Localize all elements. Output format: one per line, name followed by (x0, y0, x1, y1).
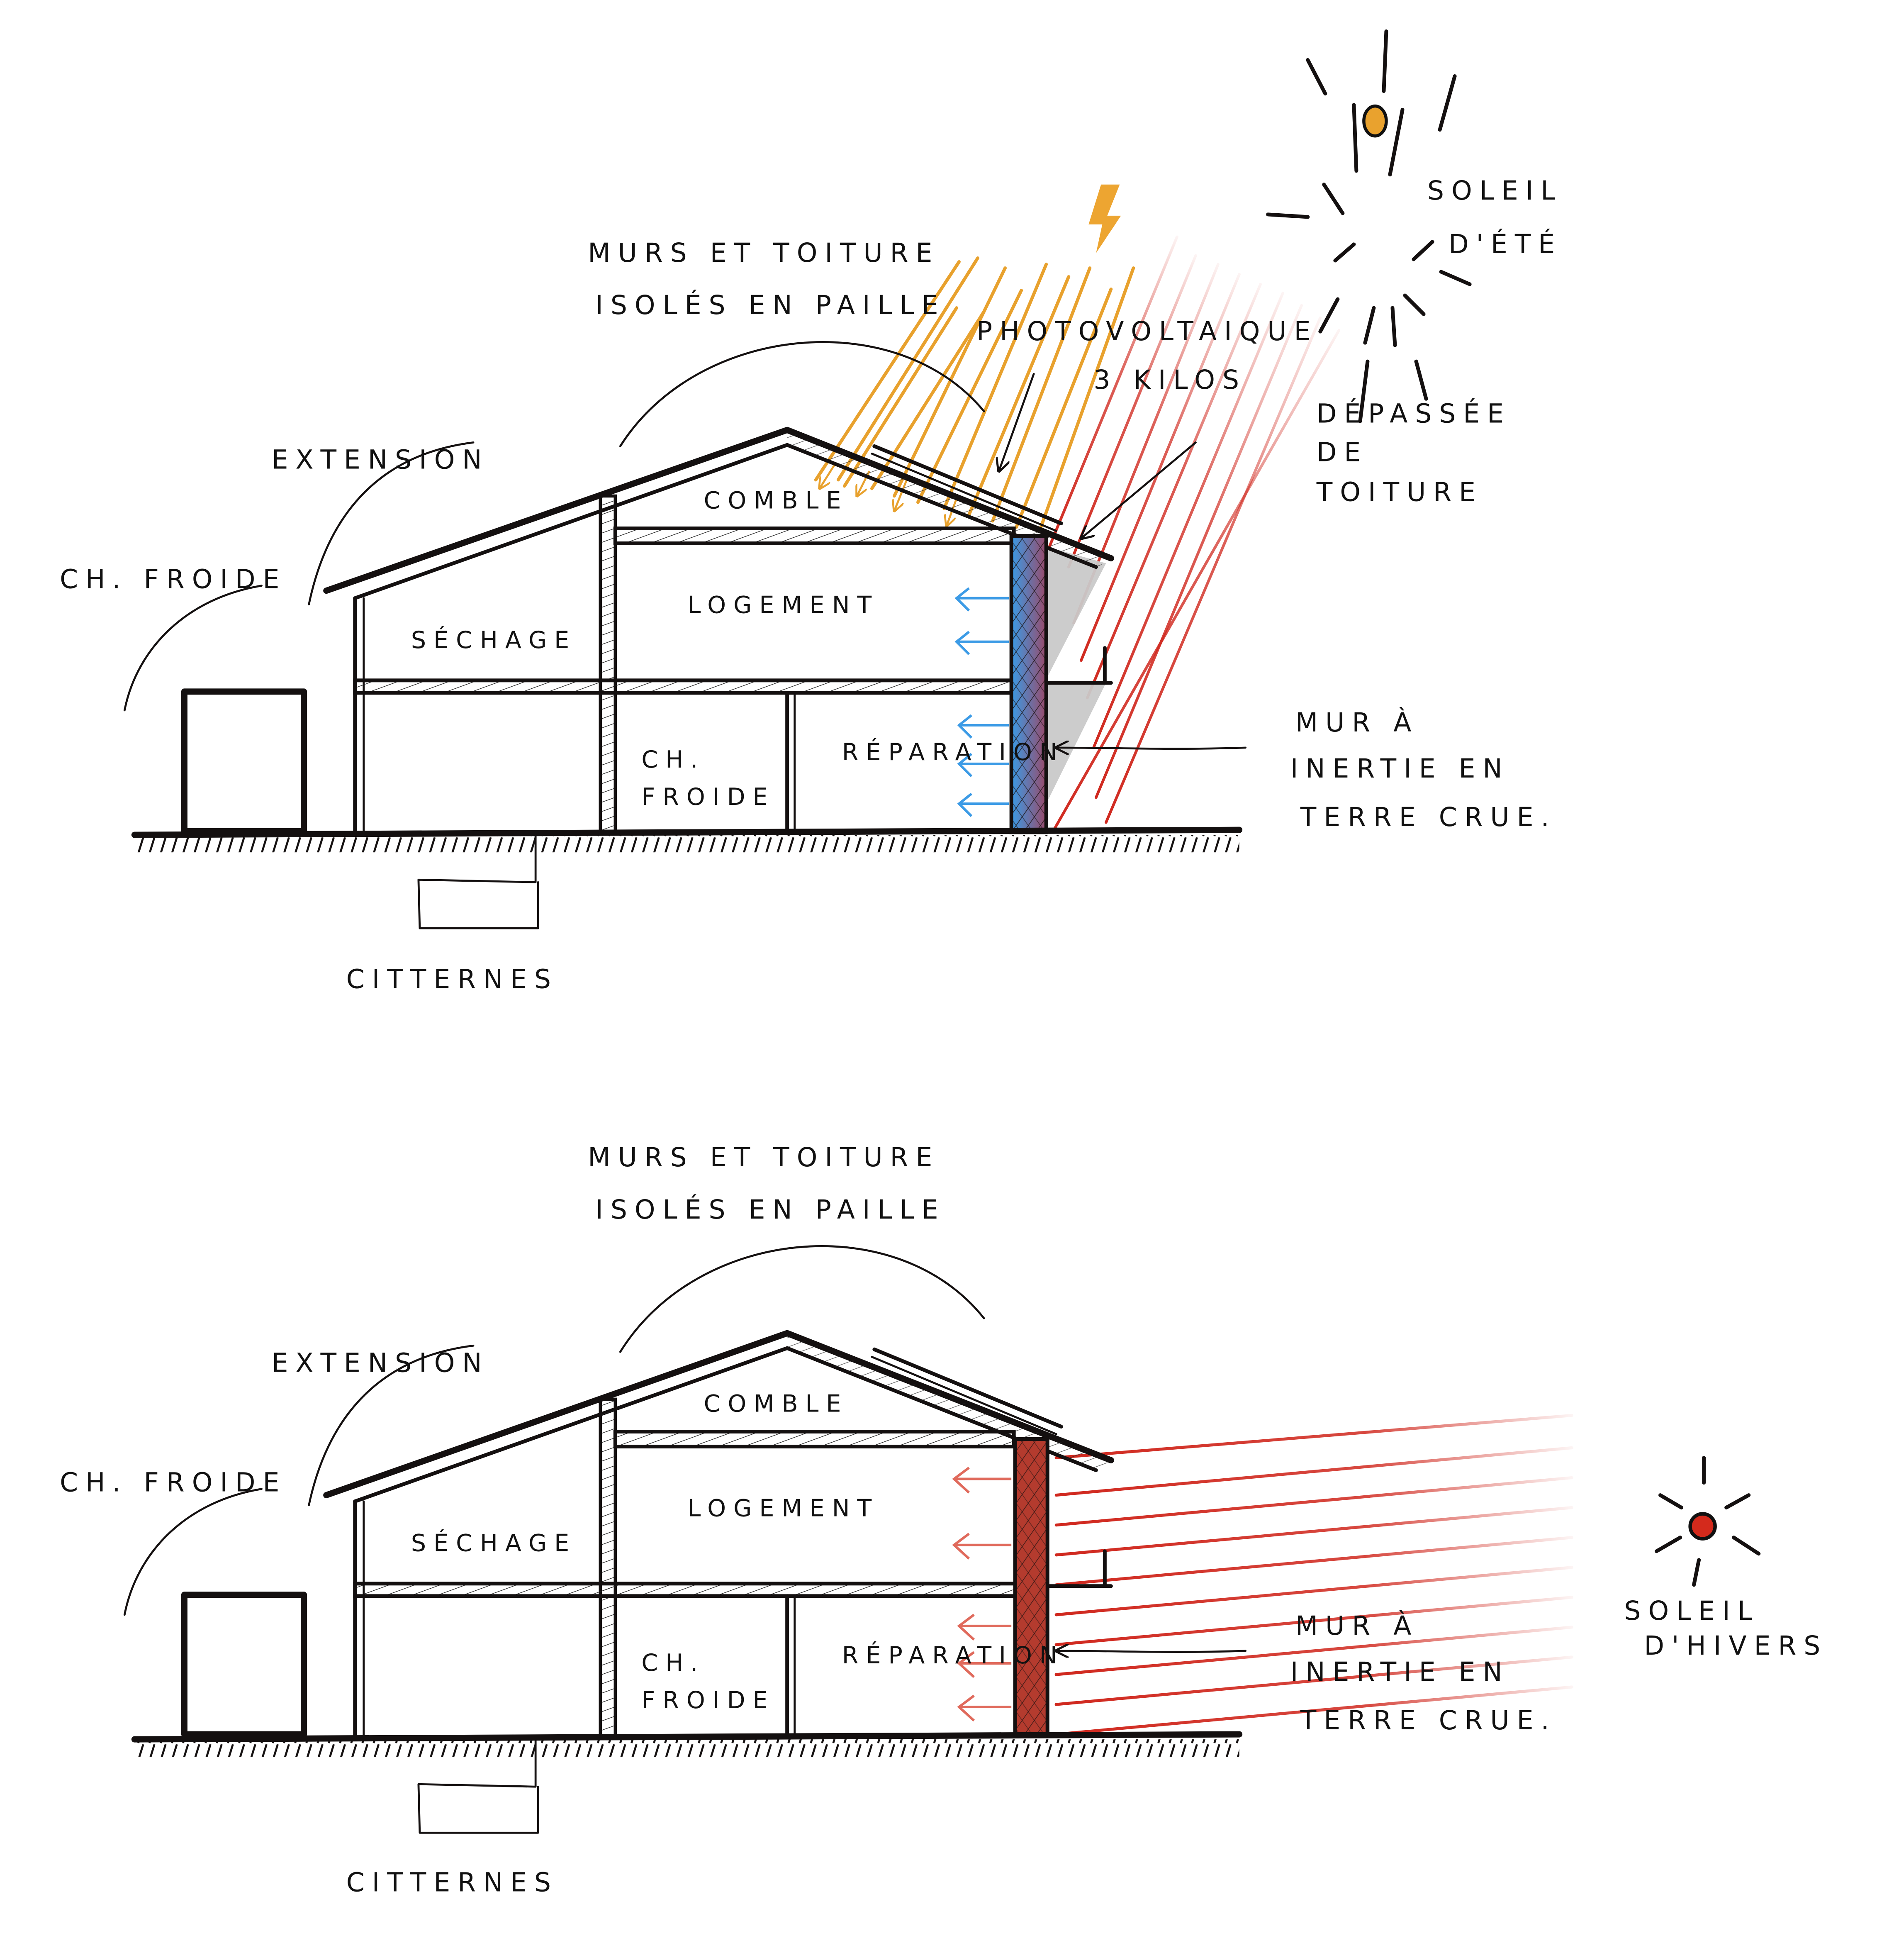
arrow-left-icon (957, 1694, 1012, 1722)
winter-rays (1054, 1414, 1573, 1736)
room-cold-line2: FROIDE (641, 783, 775, 811)
winter-sun-label-line1: SOLEIL (1624, 1595, 1759, 1626)
photovoltaic-label-line1: PHOTOVOLTAIQUE (976, 316, 1318, 346)
insulation-label-line2: ISOLÉS EN PAILLE (595, 290, 945, 320)
room-drying: SÉCHAGE (411, 626, 577, 654)
arrow-left-icon (957, 714, 1009, 739)
arrow-left-icon (952, 1467, 1012, 1494)
summer-rays-orange (814, 256, 1135, 531)
wall-label-line3: TERRE CRUE. (1300, 1705, 1557, 1736)
arrow-left-icon (957, 1614, 1012, 1641)
extension-label: EXTENSION (272, 444, 489, 475)
room-cold-line1: CH. (641, 1649, 705, 1677)
room-attic: COMBLE (704, 1390, 848, 1417)
room-cold-line2: FROIDE (641, 1687, 775, 1714)
lightning-bolt-icon (1088, 184, 1121, 253)
room-repair: RÉPARATION (842, 738, 1065, 766)
wall-label-line3: TERRE CRUE. (1300, 802, 1557, 832)
overhang-label-line2: DE (1317, 436, 1368, 467)
summer-sun-label-line1: SOLEIL (1427, 175, 1563, 206)
room-housing: LOGEMENT (687, 1495, 879, 1522)
winter-section: SOLEIL D'HIVERS (60, 1142, 1828, 1898)
summer-sun: SOLEIL D'ÉTÉ (1266, 29, 1563, 423)
arrow-left-icon (957, 1651, 1012, 1678)
cisterns-label: CITTERNES (346, 964, 558, 995)
cisterns-label: CITTERNES (346, 1867, 558, 1897)
overhang-label-line3: TOITURE (1316, 476, 1483, 507)
summer-rays-red (1047, 235, 1341, 834)
winter-building (131, 1330, 1243, 1834)
cold-room-label: CH. FROIDE (60, 564, 287, 595)
overhang-label-line1: DÉPASSÉE (1317, 398, 1511, 429)
summer-sun-label-line2: D'ÉTÉ (1449, 229, 1562, 259)
insulation-label-line2: ISOLÉS EN PAILLE (595, 1194, 945, 1225)
wall-label-line1: MUR À (1295, 707, 1419, 738)
photovoltaic-label-line2: 3 KILOS (1093, 364, 1246, 395)
wall-label-line2: INERTIE EN (1290, 1656, 1510, 1687)
room-repair: RÉPARATION (842, 1641, 1065, 1669)
insulation-label-line1: MURS ET TOITURE (588, 237, 940, 268)
arrow-left-icon (952, 1533, 1012, 1560)
winter-sun: SOLEIL D'HIVERS (1624, 1456, 1828, 1661)
room-cold-line1: CH. (641, 746, 705, 773)
warm-air-arrows (952, 1467, 1012, 1722)
overhang-shadow (1044, 546, 1106, 804)
cool-air-arrows (954, 587, 1009, 817)
summer-section: SOLEIL D'ÉTÉ (60, 29, 1563, 995)
wall-label-line1: MUR À (1295, 1610, 1419, 1641)
sun-icon (1266, 29, 1472, 423)
winter-sun-label-line2: D'HIVERS (1644, 1630, 1828, 1661)
arrow-left-icon (954, 631, 1009, 655)
arrow-left-icon (954, 587, 1009, 612)
arrow-left-icon (957, 792, 1009, 817)
room-attic: COMBLE (704, 487, 848, 514)
extension-label: EXTENSION (272, 1347, 489, 1378)
arrow-left-icon (957, 753, 1009, 778)
wall-label-line2: INERTIE EN (1290, 753, 1510, 784)
sun-icon (1655, 1456, 1761, 1587)
room-drying: SÉCHAGE (411, 1529, 577, 1557)
room-housing: LOGEMENT (687, 592, 879, 619)
summer-leader-lines (123, 341, 1247, 748)
cold-room-label: CH. FROIDE (60, 1467, 287, 1498)
insulation-label-line1: MURS ET TOITURE (588, 1142, 940, 1173)
summer-building (131, 427, 1243, 929)
winter-leader-lines (123, 1245, 1247, 1652)
